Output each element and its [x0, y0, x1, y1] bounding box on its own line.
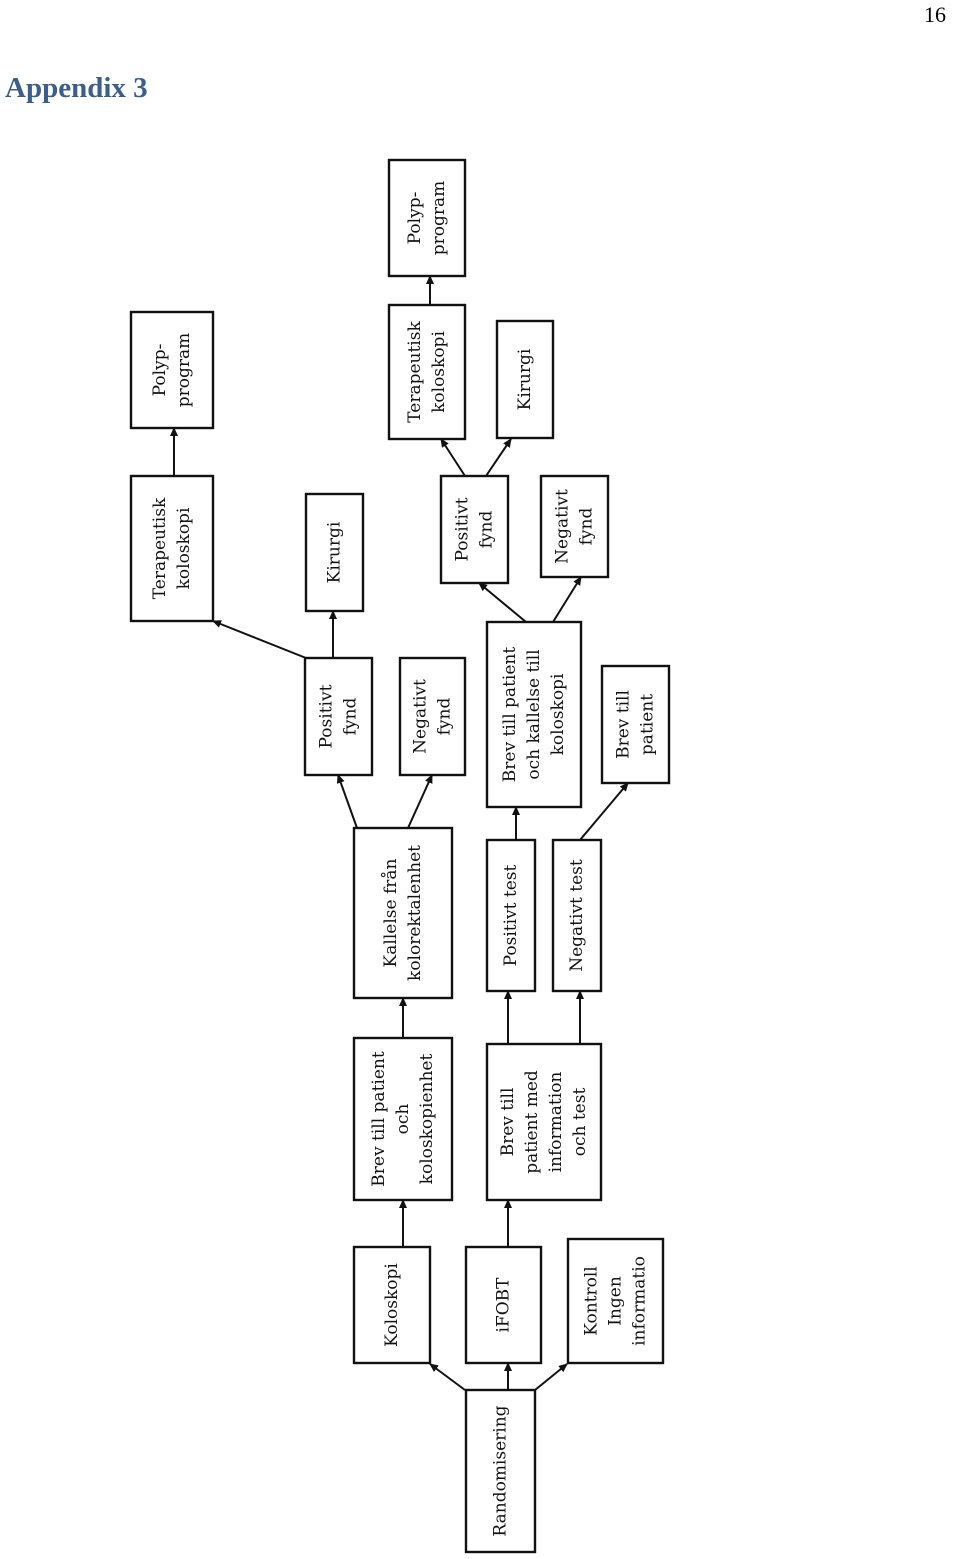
node-box: [439, 474, 510, 585]
node-box: [485, 838, 537, 993]
node-label: fynd: [477, 511, 497, 549]
node-label: och: [393, 1104, 413, 1135]
node-box: [464, 1388, 537, 1554]
page-number: 16: [924, 2, 946, 27]
node-label: Randomisering: [491, 1405, 511, 1536]
node-box: [464, 1245, 543, 1365]
node-ifobt: iFOBT: [464, 1245, 543, 1365]
node-label: Brev till: [614, 690, 634, 759]
node-label: Terapeutisk: [405, 321, 425, 423]
node-kirurgi-2: Kirurgi: [495, 319, 555, 440]
node-box: [485, 1042, 603, 1202]
node-label: patient med: [522, 1070, 542, 1174]
node-box: [485, 620, 583, 809]
node-label: fynd: [435, 698, 455, 736]
node-label: Kallelse från: [381, 859, 401, 968]
node-label: Negativt test: [567, 859, 587, 972]
node-label: Koloskopi: [382, 1263, 402, 1347]
node-box: [352, 1036, 454, 1202]
arrow-17: [552, 576, 582, 623]
node-kirurgi-1: Kirurgi: [304, 492, 365, 613]
arrow-10: [407, 774, 433, 829]
node-box: [539, 474, 610, 579]
node-label: Ingen: [606, 1276, 626, 1326]
node-label: Brev till: [498, 1088, 518, 1157]
node-label: Polyp-: [150, 344, 170, 397]
node-label: Polyp-: [405, 192, 425, 245]
node-label: Kirurgi: [515, 348, 535, 410]
node-label: koloskopi: [429, 331, 449, 413]
node-label: program: [174, 333, 194, 408]
node-positivt-test: Positivt test: [485, 838, 537, 993]
node-label: Kirurgi: [325, 521, 345, 583]
node-label: Positivt: [453, 497, 473, 561]
node-box: [303, 656, 374, 777]
node-label: koloskopi: [548, 673, 568, 755]
node-label: Negativt: [411, 679, 431, 754]
arrow-18: [440, 438, 466, 477]
node-randomisering: Randomisering: [464, 1388, 537, 1554]
node-box: [566, 1237, 665, 1365]
node-label: kolorektalenhet: [405, 845, 425, 981]
node-koloskopi: Koloskopi: [352, 1245, 432, 1365]
node-box: [129, 310, 215, 430]
node-label: och kallelse till: [524, 649, 544, 779]
node-label: patient: [638, 694, 658, 755]
node-polyp-2: Polyp-program: [387, 158, 467, 278]
node-box: [129, 474, 215, 623]
connectors: [170, 275, 629, 1391]
node-negativt-test: Negativt test: [551, 838, 603, 993]
node-label: Kontroll: [582, 1266, 602, 1336]
arrow-16: [478, 582, 527, 623]
node-label: och test: [570, 1088, 590, 1157]
node-box: [495, 319, 555, 440]
arrow-12: [579, 782, 629, 841]
node-label: Brev till patient: [369, 1051, 389, 1187]
arrow-9: [336, 774, 358, 829]
node-box: [600, 664, 671, 785]
node-label: Positivt: [317, 684, 337, 748]
node-label: program: [429, 181, 449, 256]
appendix-title: Appendix 3: [5, 72, 148, 104]
node-label: koloskopi: [174, 507, 194, 589]
node-label: koloskopienhet: [417, 1054, 437, 1185]
arrow-19: [485, 438, 512, 477]
node-label: fynd: [341, 698, 361, 736]
node-label: Terapeutisk: [150, 497, 170, 599]
arrow-14: [212, 620, 307, 659]
node-label: information: [546, 1072, 566, 1173]
node-label: Positivt test: [501, 864, 521, 966]
node-label: Negativt: [553, 489, 573, 564]
node-polyp-1: Polyp-program: [129, 310, 215, 430]
node-box: [387, 303, 467, 441]
node-label: iFOBT: [494, 1277, 514, 1333]
arrow-3: [534, 1363, 568, 1391]
node-box: [352, 826, 454, 1000]
node-box: [304, 492, 365, 613]
node-box: [387, 158, 467, 278]
node-label: Brev till patient: [500, 647, 520, 783]
node-box: [398, 656, 467, 777]
arrow-2: [429, 1363, 466, 1391]
node-box: [352, 1245, 432, 1365]
node-label: fynd: [577, 508, 597, 546]
node-box: [551, 838, 603, 993]
node-label: informatio: [630, 1256, 650, 1346]
